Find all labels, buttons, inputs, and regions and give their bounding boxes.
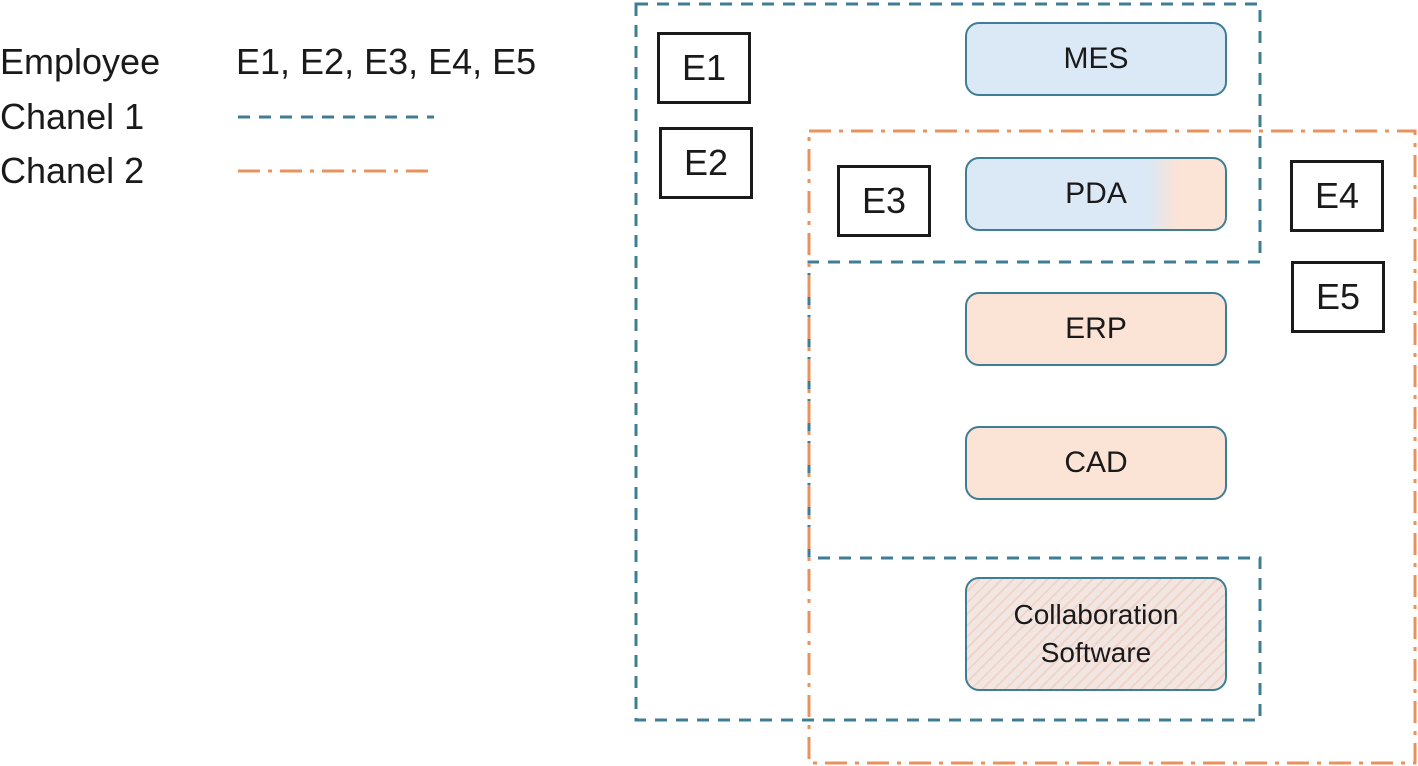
system-collaboration-software: Collaboration Software xyxy=(965,577,1227,691)
system-cad: CAD xyxy=(965,426,1227,500)
system-pda: PDA xyxy=(965,157,1227,231)
legend-channel2-label: Chanel 2 xyxy=(0,150,145,191)
employee-e1: E1 xyxy=(657,32,751,104)
legend-employee-label: Employee xyxy=(0,41,161,82)
legend-channel1-label: Chanel 1 xyxy=(0,96,145,137)
employee-e5: E5 xyxy=(1291,261,1385,333)
collab-line2: Software xyxy=(1040,637,1152,668)
system-erp: ERP xyxy=(965,292,1227,366)
legend-channel1-line xyxy=(238,115,434,119)
collab-line1: Collaboration xyxy=(1013,599,1179,630)
legend-employee-values: E1, E2, E3, E4, E5 xyxy=(236,41,537,82)
legend-channel2-line xyxy=(238,169,434,173)
employee-e3: E3 xyxy=(837,165,931,237)
channel2-boundary xyxy=(807,129,1417,765)
employee-e2: E2 xyxy=(659,127,753,199)
employee-e4: E4 xyxy=(1290,160,1384,232)
system-mes: MES xyxy=(965,22,1227,96)
